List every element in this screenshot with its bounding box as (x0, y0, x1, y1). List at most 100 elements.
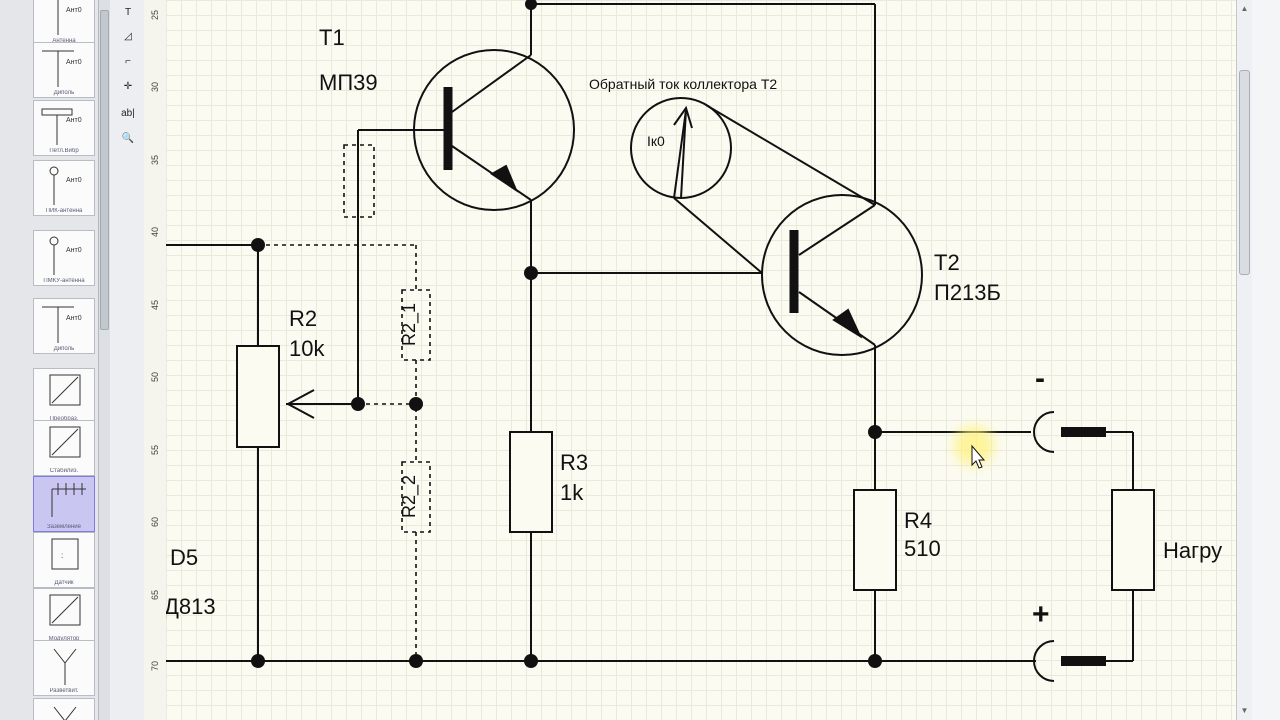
canvas-scroll-thumb[interactable] (1239, 70, 1250, 275)
palette-item-caption: Модулятор (48, 636, 80, 642)
junction-dot (525, 0, 537, 10)
ik0-arrow-line-1 (673, 109, 687, 199)
load-label: Нагру (1163, 538, 1223, 563)
loop-vibrator-icon (41, 108, 73, 145)
transistor-t2-emitter-arrow (832, 308, 863, 339)
d5-model-label: Д813 (166, 594, 216, 619)
scroll-up-icon[interactable]: ▲ (1240, 4, 1249, 13)
palette-item-caption: Преобраз. (49, 416, 79, 422)
splitter-icon (53, 648, 77, 685)
transistor-t1-collector (451, 54, 532, 113)
dashed-resistor-r2-1 (401, 289, 431, 361)
palette-item-tag: Ант0 (66, 177, 82, 184)
dashed-resistor-base (343, 144, 375, 218)
junction-dot (351, 397, 365, 411)
t1-model-label: МП39 (319, 70, 378, 95)
palette-item-9[interactable]: : Датчик (33, 532, 95, 588)
svg-text::: : (61, 551, 63, 560)
palette-scroll-thumb[interactable] (100, 10, 109, 330)
palette-item-caption: Петл.Вибр (49, 148, 79, 154)
resistor-r3 (509, 431, 553, 533)
r2-wiper-arrow (285, 389, 315, 419)
label-tool-icon[interactable]: ab| (121, 108, 135, 119)
ruler-label: 65 (150, 590, 160, 601)
palette-scrollbar[interactable] (98, 0, 110, 720)
ruler-label: 45 (150, 300, 160, 311)
ik0-arrow-line-2 (680, 109, 687, 199)
r3-name-label: R3 (560, 450, 589, 475)
r2-1-label: R2_1 (399, 302, 420, 347)
junction-dot (868, 654, 882, 668)
cursor-highlight (954, 426, 994, 466)
ik0-arrow-head (673, 105, 693, 129)
junction-dot (524, 266, 538, 280)
t2-name-label: T2 (934, 250, 960, 275)
palette-item-caption: Диполь (53, 90, 75, 96)
modulator-icon (49, 594, 81, 626)
sensor-icon: : (51, 538, 79, 570)
palette-item-tag: Ант0 (66, 315, 82, 322)
palette-item-tag: Ант0 (66, 247, 82, 254)
ik0-callout-mid (673, 197, 763, 274)
transistor-t1-emitter (451, 145, 532, 201)
scroll-down-icon[interactable]: ▼ (1240, 706, 1249, 715)
palette-item-6[interactable]: Преобраз. (33, 368, 95, 424)
ruler-label: 30 (150, 82, 160, 93)
schematic-canvas[interactable]: T1 МП39 Обратный ток коллектора Т2 Iк0 T… (166, 0, 1236, 720)
palette-item-11[interactable]: Разветвит. (33, 640, 95, 696)
dipole-icon (42, 306, 74, 343)
terminal-minus-label: - (1035, 362, 1045, 395)
ruler-label: 60 (150, 517, 160, 528)
r3-value-label: 1k (560, 480, 584, 505)
resistor-r2 (236, 345, 280, 448)
pmku-antenna-icon (49, 236, 59, 275)
point-tool-icon[interactable]: ✛ (123, 81, 133, 92)
t1-name-label: T1 (319, 25, 345, 50)
ruler-label: 35 (150, 155, 160, 166)
junction-dot (409, 654, 423, 668)
palette-item-7[interactable]: Стабилиз. (33, 420, 95, 476)
palette-item-8[interactable]: Заземление (33, 476, 95, 532)
drawing-toolbar: T ◿ ⌐ ✛ ab| 🔍 (110, 0, 145, 720)
palette-item-caption: Антенна (52, 38, 76, 44)
ruler-label: 40 (150, 227, 160, 238)
junction-dot (251, 238, 265, 252)
resistor-load (1111, 489, 1155, 591)
pik-antenna-icon (49, 166, 59, 205)
right-panel-edge (1252, 0, 1280, 720)
stabilizer-icon (49, 426, 81, 458)
text-tool-icon[interactable]: T (124, 7, 132, 18)
dipole-icon (42, 50, 74, 87)
transistor-t2-collector (798, 204, 876, 256)
polygon-tool-icon[interactable]: ◿ (124, 31, 132, 42)
palette-item-tag: Ант0 (66, 7, 82, 14)
d5-name-label: D5 (170, 545, 199, 570)
terminal-plus-label: + (1032, 598, 1050, 631)
terminal-plus-socket (1033, 640, 1055, 682)
ground-icon (51, 483, 86, 517)
t2-model-label: П213Б (934, 280, 1001, 305)
r2-name-label: R2 (289, 306, 318, 331)
ik0-callout-top (705, 104, 876, 206)
ruler-label: 50 (150, 372, 160, 383)
dashed-resistor-r2-2 (401, 461, 431, 533)
r4-value-label: 510 (904, 536, 941, 561)
palette-item-caption: Датчик (54, 580, 74, 586)
palette-item-caption: Разветвит. (49, 688, 79, 694)
canvas-vertical-scrollbar[interactable]: ▲ ▼ (1236, 0, 1253, 720)
schematic-drawing (166, 0, 1155, 682)
palette-item-10[interactable]: Модулятор (33, 588, 95, 644)
ruler-label: 25 (150, 10, 160, 21)
ruler-label: 55 (150, 445, 160, 456)
zoom-tool-icon[interactable]: 🔍 (121, 133, 135, 144)
polyline-tool-icon[interactable]: ⌐ (125, 56, 131, 67)
palette-item-caption: ПИК-антенна (45, 208, 83, 214)
palette-item-12[interactable] (33, 698, 95, 720)
